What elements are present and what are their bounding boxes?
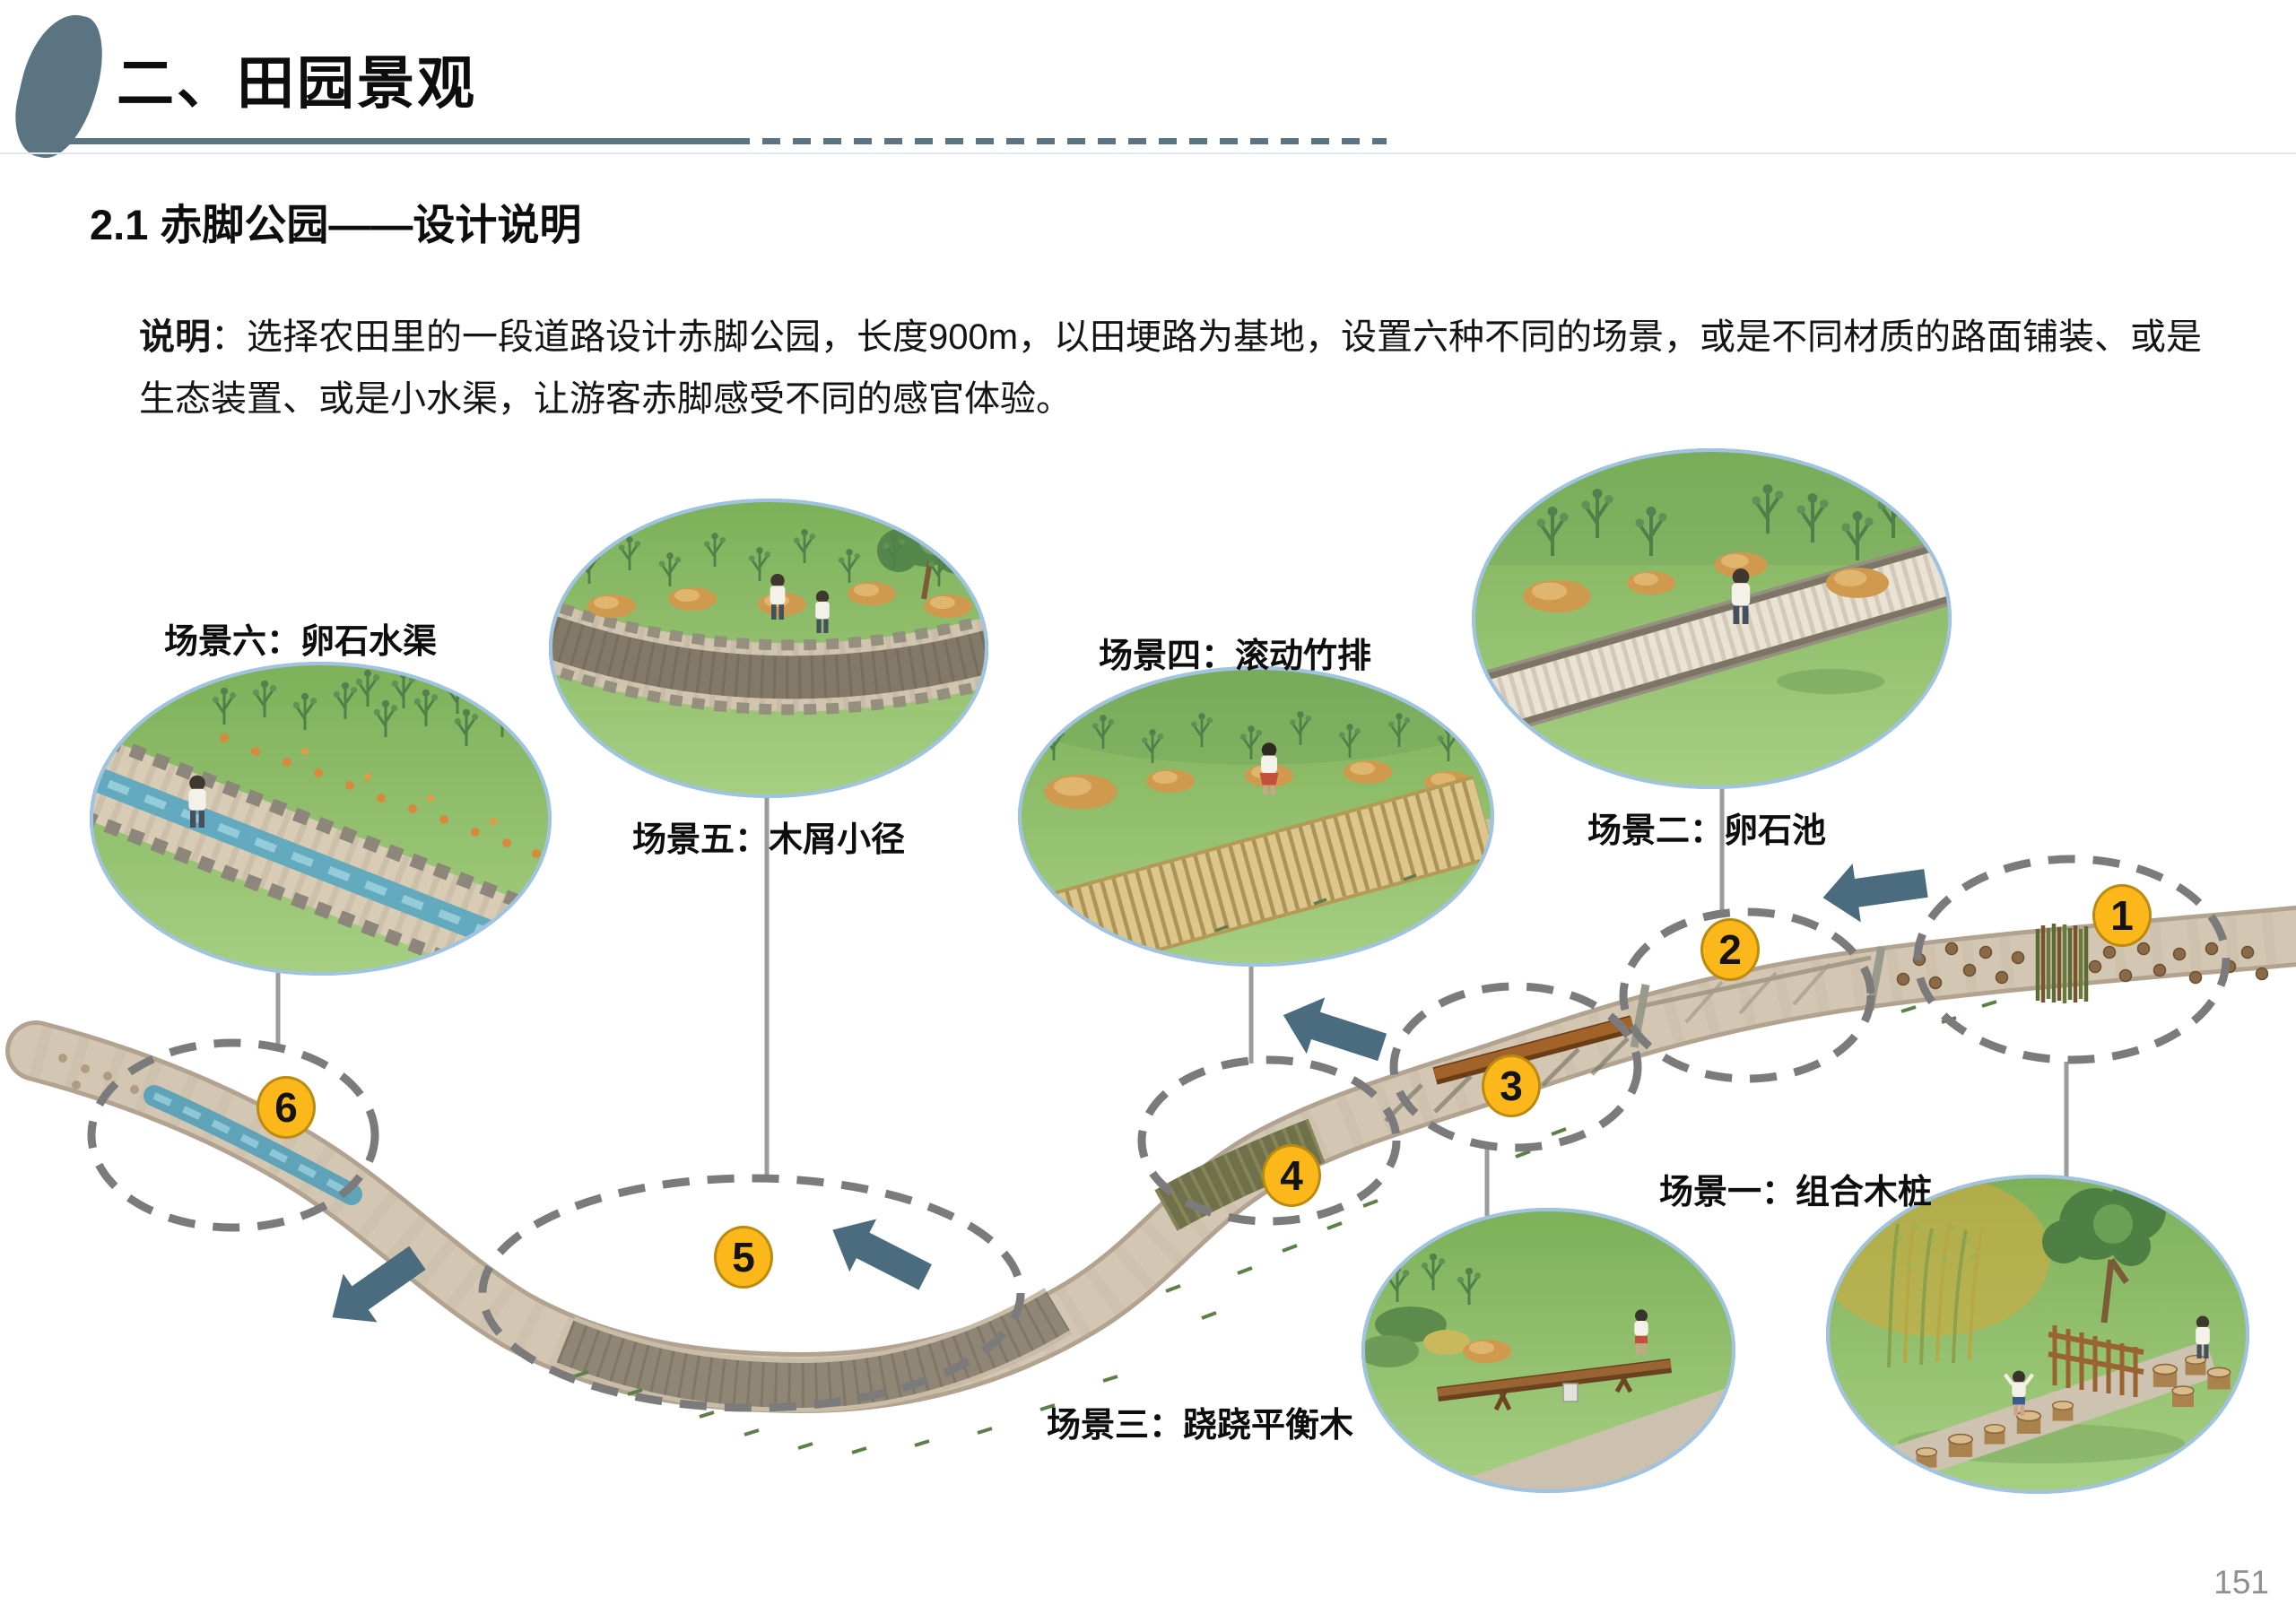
scene-2-label: 场景二：卵石池 [1587,812,1827,850]
scene-5-photo [549,499,988,798]
scene-2-photo [1472,448,1952,789]
dashed-circle-2 [1619,907,1875,1083]
scene-3-photo [1361,1208,1735,1493]
scene-5-badge: 5 [714,1226,773,1289]
scene-6-badge: 6 [257,1076,316,1139]
scene-6-photo [90,662,552,976]
scene-3-badge: 3 [1482,1055,1541,1117]
dashed-circle-1 [1913,855,2231,1064]
trail-path [5,906,2296,1414]
direction-arrow-icon [332,1245,426,1323]
connector-lines [275,787,2069,1216]
description-label: 说明 [139,317,211,357]
scene-3-label: 场景三：跷跷平衡木 [1047,1407,1354,1445]
grass-tufts [573,1000,1997,1454]
dashed-circles [87,855,2231,1412]
scene-1-photo [1826,1175,2249,1494]
scene-5-label: 场景五：木屑小径 [632,821,906,859]
dashed-circle-5 [478,1174,1025,1412]
description-text: 说明：选择农田里的一段道路设计赤脚公园，长度900m，以田埂路为基地，设置六种不… [139,317,2203,419]
scene-6-label: 场景六：卵石水渠 [164,623,438,661]
scene-4-label: 场景四：滚动竹排 [1099,638,1372,675]
title-rule [66,138,750,144]
scene-2-badge: 2 [1700,918,1760,981]
trail-section-stakes [1896,924,2269,1003]
header-divider [0,152,2296,154]
trail-left-pebbles [58,1054,139,1094]
scene-1-label: 场景一：组合木桩 [1659,1174,1933,1211]
section-subtitle: 2.1 赤脚公园——设计说明 [90,201,582,248]
direction-arrows [332,864,1928,1323]
direction-arrow-icon [1283,997,1387,1062]
title-rule-dashed [762,138,1387,144]
dashed-circle-4 [1137,1055,1401,1226]
direction-arrow-icon [1822,864,1928,923]
page-number: 151 [2213,1564,2269,1601]
scene-1-badge: 1 [2092,884,2152,947]
scene-4-badge: 4 [1262,1144,1321,1207]
dashed-circle-3 [1389,982,1642,1152]
page-title: 二、田园景观 [117,51,477,116]
dashed-circle-6 [87,1038,379,1232]
direction-arrow-icon [832,1219,932,1290]
trail-section-water [144,1085,362,1205]
scene-4-photo [1018,666,1494,967]
